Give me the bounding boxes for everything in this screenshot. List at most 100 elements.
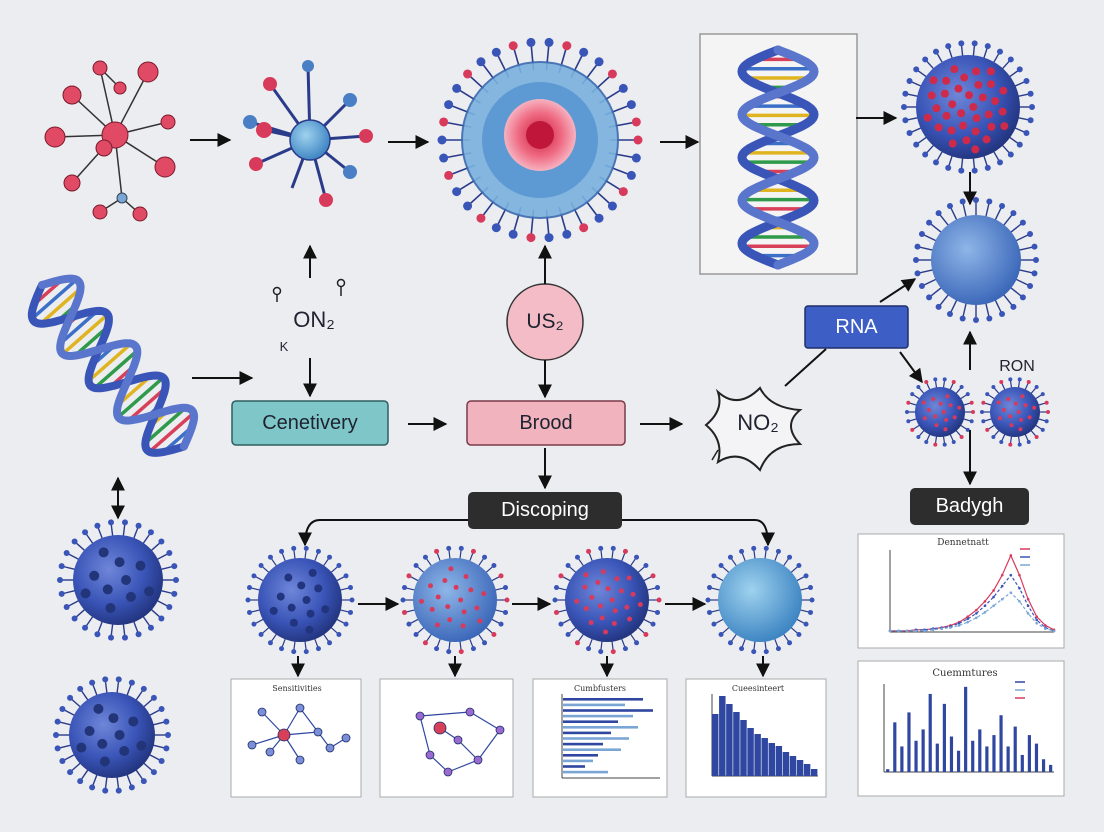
no2-bond [711, 449, 719, 461]
hbar-bar [563, 770, 608, 774]
bar [914, 740, 918, 772]
line-point [897, 629, 900, 633]
network-graph-2 [415, 707, 505, 777]
rna-label: RNA [835, 315, 878, 338]
network-edge [469, 711, 501, 731]
molecule-atoms-1 [44, 60, 176, 222]
virus-left-2 [53, 676, 171, 794]
bar [964, 686, 968, 772]
bar [1049, 764, 1053, 772]
cenetivery-label: Cenetivery [262, 411, 358, 434]
molecule-hub-atoms [243, 60, 373, 207]
virus-left-1 [57, 519, 179, 641]
bar [928, 693, 932, 772]
chart-panel-network-2 [379, 678, 514, 798]
hbar-bar [563, 714, 633, 718]
bar [978, 729, 982, 772]
us2-label: US₂ [526, 310, 564, 333]
network-edge [457, 739, 479, 761]
bar [886, 769, 890, 772]
bar [985, 746, 989, 772]
pin-glyphs [272, 278, 346, 302]
bar [949, 736, 954, 772]
network-node [247, 740, 257, 750]
network-node [415, 711, 425, 721]
discoping-label: Discoping [501, 499, 589, 521]
network-node [443, 767, 453, 777]
virus-red-dots [901, 40, 1035, 174]
hist-bar [803, 764, 811, 776]
dna-helix-left [27, 274, 199, 457]
hbar-bar [563, 726, 638, 729]
brood-box [466, 400, 626, 446]
line-point [1052, 629, 1056, 633]
network-node [295, 755, 305, 765]
virus-row-4 [705, 545, 815, 655]
network-node [277, 728, 291, 742]
network-node [313, 727, 323, 737]
bar [942, 703, 946, 772]
line-series [890, 574, 1055, 632]
no2-label: NO₂ [737, 410, 779, 435]
network-graph-1 [247, 703, 351, 765]
network-node [473, 755, 483, 765]
hist-bar [712, 714, 719, 776]
brood-label: Brood [519, 411, 573, 434]
hist-bar [810, 769, 818, 776]
virus-row-2 [400, 545, 510, 655]
virus-pair-right [980, 377, 1050, 447]
hist-bar [796, 760, 804, 776]
hist-bar [740, 720, 747, 776]
bar [921, 729, 925, 772]
hist-bar [761, 738, 768, 776]
cenetivery-box [231, 400, 389, 446]
hist-bar [782, 752, 790, 776]
virus-pair-left [905, 377, 975, 447]
hbar-bar [563, 698, 643, 701]
arrows [111, 111, 977, 678]
network-edge [419, 711, 471, 717]
network-node [295, 703, 305, 713]
histogram-title: Cueesinteert [731, 684, 785, 693]
line-chart [888, 548, 1056, 633]
hist-bar [747, 728, 754, 776]
network-edge [299, 707, 319, 733]
dna-helix-panel [737, 45, 819, 270]
hist-bar [719, 696, 726, 776]
hist-bar [768, 743, 775, 776]
bar [1034, 743, 1039, 772]
line-series [890, 591, 1055, 632]
hbar-bar [563, 703, 625, 707]
badygh-label: Badygh [935, 495, 1004, 517]
hbar-bar [563, 709, 653, 712]
bar [999, 715, 1003, 772]
hbar-title: Cumbfusters [573, 684, 627, 693]
hbar-bar [563, 759, 593, 763]
rna-box [804, 305, 909, 349]
network-edge [419, 715, 431, 756]
network-node [341, 733, 351, 743]
chart-panel-line [857, 533, 1065, 649]
bar [1027, 735, 1031, 772]
bar [907, 712, 911, 772]
k-label: K [279, 338, 289, 354]
network-node [495, 725, 505, 735]
virus-row-1 [245, 545, 355, 655]
line-chart-title: Dennetnatt [937, 538, 989, 548]
network-node [453, 735, 463, 745]
network-node [265, 747, 275, 757]
bar [1006, 746, 1010, 772]
hbar-bar [563, 737, 629, 740]
network-node [465, 707, 475, 717]
ron-label: RON [999, 358, 1035, 375]
hbar-chart [561, 694, 660, 779]
virus-blue-right [913, 197, 1039, 323]
bar [900, 746, 904, 772]
hbar-bar [563, 748, 621, 751]
network-node [433, 721, 447, 735]
chart-panel-network-1 [230, 678, 362, 798]
bar [893, 722, 897, 772]
bar-chart [883, 681, 1054, 773]
discoping-box [468, 492, 622, 529]
